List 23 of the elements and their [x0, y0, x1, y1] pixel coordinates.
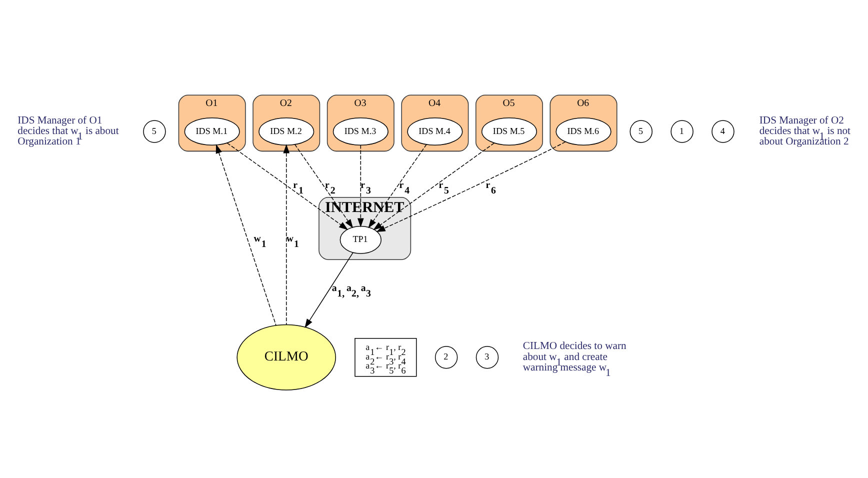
node-circle: 4 — [712, 120, 734, 142]
arrow — [294, 144, 354, 228]
node-ellipse: IDS M.2 — [258, 116, 314, 145]
node-ellipse: CILMO — [236, 324, 336, 390]
arrow — [376, 140, 566, 232]
node-ellipse: IDS M.4 — [407, 116, 463, 145]
arrow — [226, 142, 348, 230]
arrow — [357, 144, 364, 227]
node-ellipse: IDS M.3 — [332, 116, 388, 145]
arrow — [368, 144, 427, 228]
arrow — [283, 144, 290, 325]
node-circle: 2 — [434, 346, 458, 368]
node-circle: 5 — [143, 120, 166, 142]
node-ellipse: TP1 — [340, 225, 382, 254]
arrow — [216, 144, 276, 326]
node-ellipse: IDS M.6 — [556, 116, 612, 145]
node-ellipse: IDS M.1 — [184, 116, 240, 145]
arrow — [304, 252, 354, 328]
node-ellipse: IDS M.5 — [481, 116, 537, 145]
node-circle: 1 — [670, 120, 694, 142]
arrow — [373, 142, 495, 230]
node-circle: 3 — [476, 346, 499, 368]
node-circle: 5 — [630, 120, 652, 142]
